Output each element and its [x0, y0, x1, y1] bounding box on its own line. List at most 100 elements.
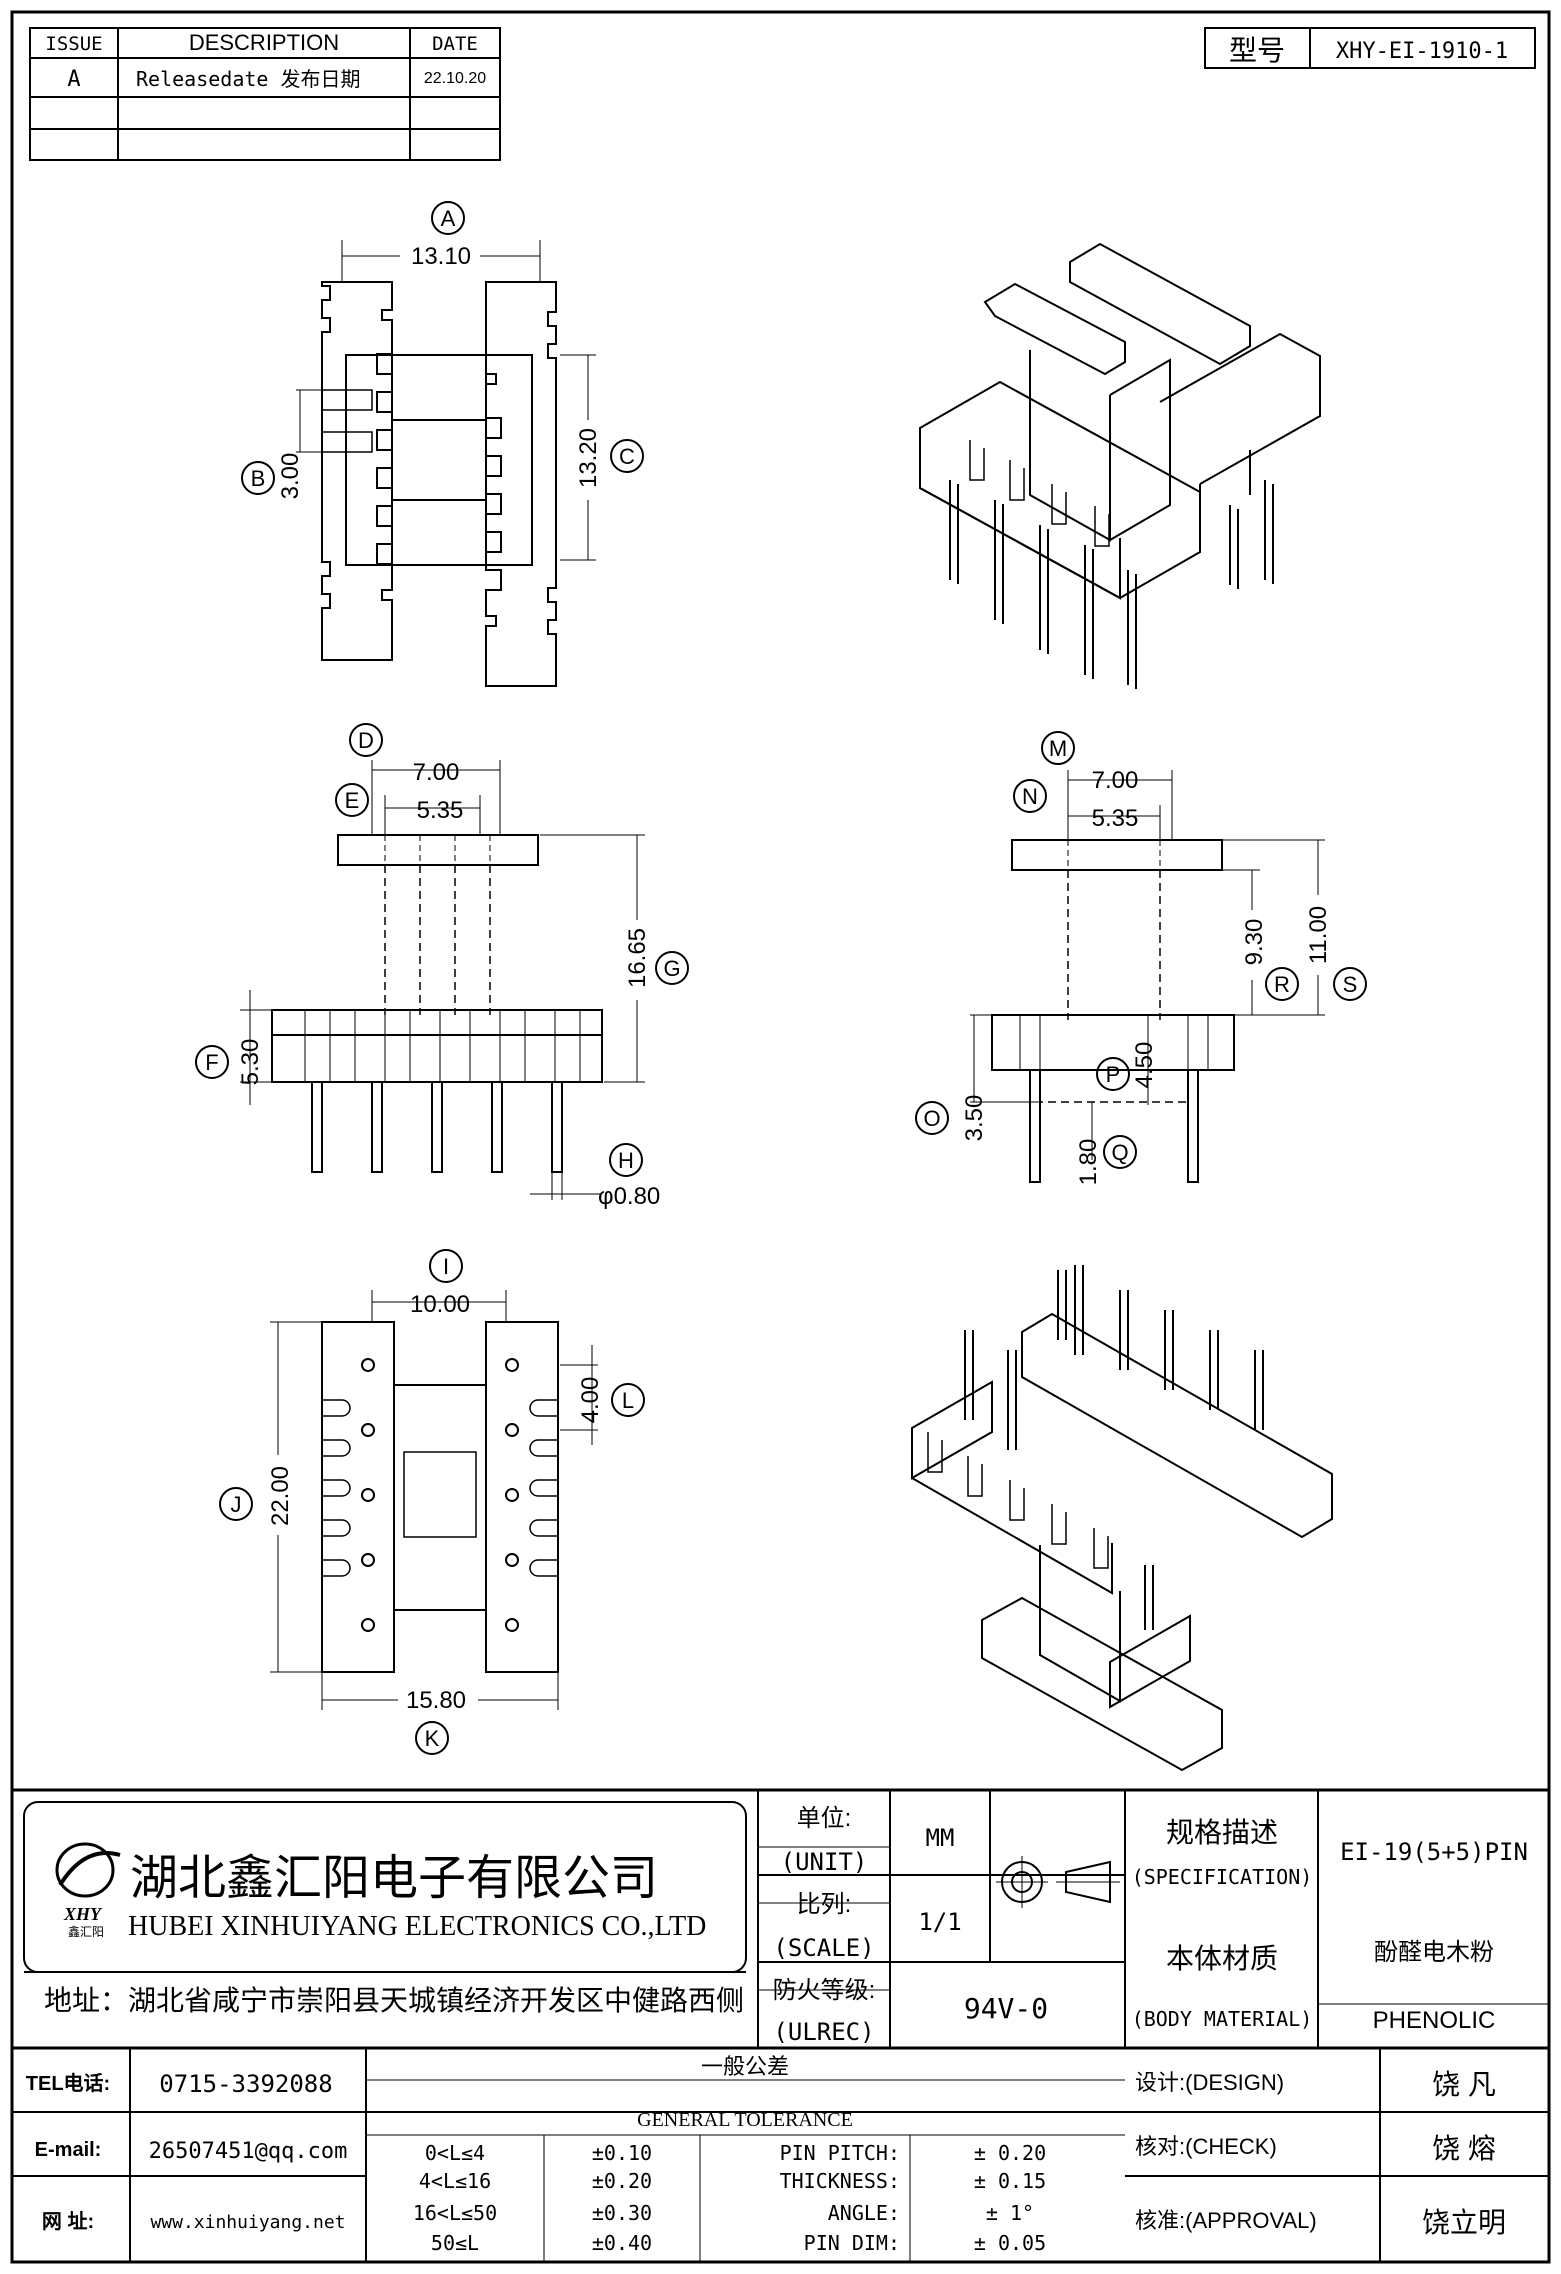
tolerance-item: PIN DIM:: [804, 2231, 900, 2255]
tolerance-row: 4<L≤16 ±0.20 THICKNESS: ± 0.15: [419, 2169, 1046, 2193]
dim-g-tag: G: [663, 956, 680, 981]
dim-l-value: 4.00: [577, 1377, 604, 1424]
ulrec-value: 94V-0: [964, 1992, 1048, 2025]
material-value-en: PHENOLIC: [1373, 2007, 1496, 2034]
bottom-view: 10.00 I 4.00 L 22.00 J 15.80 K: [219, 1249, 645, 1755]
web-value[interactable]: www.xinhuiyang.net: [150, 2212, 345, 2233]
material-label-en: (BODY MATERIAL): [1132, 2007, 1313, 2031]
dim-q-tag: Q: [1111, 1140, 1128, 1165]
tel-label: TEL电话:: [26, 2072, 110, 2095]
ulrec-label-cn: 防火等级:: [773, 1977, 876, 2004]
company-address: 地址：湖北省咸宁市崇阳县天城镇经济开发区中健路西侧: [44, 1985, 744, 2016]
design-label: 设计:(DESIGN): [1135, 2070, 1284, 2095]
dim-p-value: 4.50: [1131, 1042, 1158, 1089]
tolerance-range: 0<L≤4: [425, 2141, 485, 2165]
unit-label-en: (UNIT): [781, 1848, 868, 1876]
tolerance-value: ±0.10: [592, 2141, 652, 2165]
tolerance-item: PIN PITCH:: [780, 2141, 900, 2165]
dim-i-value: 10.00: [410, 1291, 470, 1318]
dim-j-tag: J: [231, 1492, 242, 1517]
tolerance-value: ±0.20: [592, 2169, 652, 2193]
tolerance-row: 16<L≤50 ±0.30 ANGLE: ± 1°: [413, 2201, 1034, 2225]
dim-c-value: 13.20: [575, 428, 602, 488]
dim-i-tag: I: [443, 1254, 449, 1279]
company-name-en: HUBEI XINHUIYANG ELECTRONICS CO.,LTD: [128, 1911, 706, 1942]
tolerance-item: THICKNESS:: [780, 2169, 900, 2193]
dim-a-tag: A: [441, 206, 456, 231]
tel-value: 0715-3392088: [159, 2070, 332, 2098]
approval-value: 饶立明: [1422, 2207, 1506, 2238]
dim-r-tag: R: [1274, 972, 1290, 997]
tolerance-item-value: ± 0.05: [974, 2231, 1046, 2255]
scale-label-cn: 比列:: [797, 1891, 852, 1918]
dim-o-tag: O: [923, 1106, 940, 1131]
dim-l-tag: L: [622, 1388, 634, 1413]
spec-label-cn: 规格描述: [1166, 1817, 1278, 1848]
spec-value: EI-19(5+5)PIN: [1340, 1838, 1528, 1866]
title-block: XHY 鑫汇阳 湖北鑫汇阳电子有限公司 HUBEI XINHUIYANG ELE…: [12, 1788, 1549, 2262]
dim-b-tag: B: [251, 466, 266, 491]
dim-d-tag: D: [358, 728, 374, 753]
dim-s-tag: S: [1343, 972, 1358, 997]
tolerance-item: ANGLE:: [828, 2201, 900, 2225]
sheet-border: [10, 10, 1551, 2264]
dim-g-value: 16.65: [624, 928, 651, 988]
dim-m-value: 7.00: [1092, 767, 1139, 794]
tolerance-item-value: ± 0.15: [974, 2169, 1046, 2193]
unit-value: MM: [926, 1824, 955, 1852]
tolerance-range: 50≤L: [431, 2231, 479, 2255]
row-date: 22.10.20: [424, 70, 486, 87]
material-value-cn: 酚醛电木粉: [1374, 1939, 1494, 1966]
dim-d-value: 7.00: [413, 759, 460, 786]
model-value: XHY-EI-1910-1: [1336, 39, 1508, 64]
dim-f-tag: F: [205, 1050, 218, 1075]
header-issue: ISSUE: [45, 33, 102, 55]
unit-label-cn: 单位:: [797, 1805, 852, 1832]
dim-e-tag: E: [345, 788, 360, 813]
model-label: 型号: [1229, 35, 1285, 66]
header-date: DATE: [432, 33, 478, 55]
row-issue: A: [67, 67, 80, 92]
dim-h-tag: H: [618, 1148, 634, 1173]
projection-symbol-icon: [996, 1856, 1120, 1908]
logo-text: XHY: [63, 1904, 103, 1924]
tolerance-row: 0<L≤4 ±0.10 PIN PITCH: ± 0.20: [425, 2141, 1046, 2165]
dim-c-tag: C: [619, 444, 635, 469]
company-name-cn: 湖北鑫汇阳电子有限公司: [130, 1852, 658, 1905]
dim-f-value: 5.30: [237, 1039, 264, 1086]
ulrec-label-en: (ULREC): [773, 2018, 874, 2046]
dim-a-value: 13.10: [411, 243, 471, 270]
dim-q-value: 1.80: [1075, 1139, 1102, 1186]
dim-p-tag: P: [1106, 1062, 1121, 1087]
spec-label-en: (SPECIFICATION): [1132, 1865, 1313, 1889]
dim-k-value: 15.80: [406, 1687, 466, 1714]
scale-label-en: (SCALE): [773, 1934, 874, 1962]
side-view: 7.00 M 5.35 N 9.30 R 11.00 S 4.50 P 3.50…: [915, 731, 1367, 1186]
email-label: E-mail:: [35, 2139, 102, 2161]
tolerance-range: 4<L≤16: [419, 2169, 491, 2193]
dim-n-tag: N: [1022, 784, 1038, 809]
model-box: 型号 XHY-EI-1910-1: [1204, 27, 1536, 69]
logo-sub: 鑫汇阳: [68, 1924, 104, 1939]
approval-label: 核准:(APPROVAL): [1135, 2208, 1317, 2233]
tolerance-range: 16<L≤50: [413, 2201, 497, 2225]
check-label: 核对:(CHECK): [1135, 2134, 1277, 2159]
tolerance-title-cn: 一般公差: [701, 2054, 789, 2079]
dim-r-value: 9.30: [1241, 919, 1268, 966]
tolerance-item-value: ± 0.20: [974, 2141, 1046, 2165]
dim-e-value: 5.35: [417, 797, 464, 824]
dim-h-value: φ0.80: [598, 1183, 660, 1210]
dim-n-value: 5.35: [1092, 805, 1139, 832]
revision-table: ISSUE DESCRIPTION DATE A Releasedate 发布日…: [29, 27, 501, 161]
dim-b-value: 3.00: [277, 453, 304, 500]
email-value[interactable]: 26507451@qq.com: [149, 2139, 348, 2164]
check-value: 饶 熔: [1432, 2133, 1496, 2164]
top-view: 13.10 A 3.00 B 13.20 C: [241, 201, 644, 687]
dim-j-value: 22.00: [267, 1466, 294, 1526]
row-description: Releasedate 发布日期: [136, 67, 361, 91]
dim-s-value: 11.00: [1305, 906, 1332, 964]
material-label-cn: 本体材质: [1166, 1943, 1278, 1974]
scale-value: 1/1: [918, 1908, 961, 1936]
company-logo: XHY 鑫汇阳: [55, 1842, 121, 1939]
